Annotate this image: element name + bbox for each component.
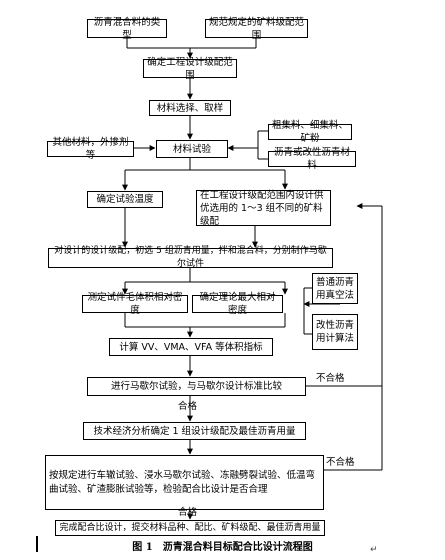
node-tech-econ: 技术经济分析确定 1 组设计级配及最佳沥青用量	[83, 422, 306, 440]
node-other-materials: 其他材料，外掺剂等	[47, 137, 134, 161]
node-max-density: 确定理论最大相对密度	[192, 292, 283, 316]
node-bulk-density: 测定试件毛体积相对密度	[82, 292, 188, 316]
node-coarse-agg: 粗集料、细集料、矿粉	[268, 120, 352, 144]
node-material-test: 材料试验	[156, 140, 228, 158]
label-pass-verification: 合格	[178, 507, 198, 518]
label-fail-marshall: 不合格	[316, 373, 345, 384]
node-asphalt: 沥青或改性沥青材料	[268, 147, 356, 171]
node-marshall-specimens: 对设计的设计级配，初选 5 组沥青用量，拌和混合料，分别制作马歇尔试件	[48, 246, 333, 269]
node-mix-type: 沥青混合料的类型	[87, 17, 167, 41]
node-vacuum-method: 普通沥青用真空法	[312, 273, 358, 304]
label-pass-marshall: 合格	[178, 401, 198, 412]
node-volume-indices: 计算 VV、VMA、VFA 等体积指标	[109, 338, 273, 356]
node-complete: 完成配合比设计，提交材料品种、配比、矿料级配、最佳沥青用量	[55, 520, 325, 536]
node-design-range: 确定工程设计级配范围	[143, 57, 237, 81]
node-spec-gradation: 规范规定的矿料级配范围	[205, 17, 308, 41]
node-calc-method: 改性沥青用计算法	[312, 314, 358, 350]
figure-caption: 图 1 沥青混合料目标配合比设计流程图	[132, 542, 313, 553]
label-fail-verification: 不合格	[326, 457, 355, 468]
node-design-gradations: 在工程设计级配范围内设计供优选用的 1～3 组不同的矿料级配	[196, 190, 331, 227]
paragraph-mark-icon: ↵	[370, 545, 378, 555]
text-cursor	[36, 536, 38, 552]
node-material-select: 材料选择、取样	[149, 100, 231, 116]
node-test-temp: 确定试验温度	[87, 191, 163, 208]
node-verification: 按规定进行车辙试验、浸水马歇尔试验、冻融劈裂试验、低温弯曲试验、矿渣膨胀试验等，…	[45, 455, 324, 510]
node-marshall-compare: 进行马歇尔试验，与马歇尔设计标准比较	[87, 377, 306, 396]
